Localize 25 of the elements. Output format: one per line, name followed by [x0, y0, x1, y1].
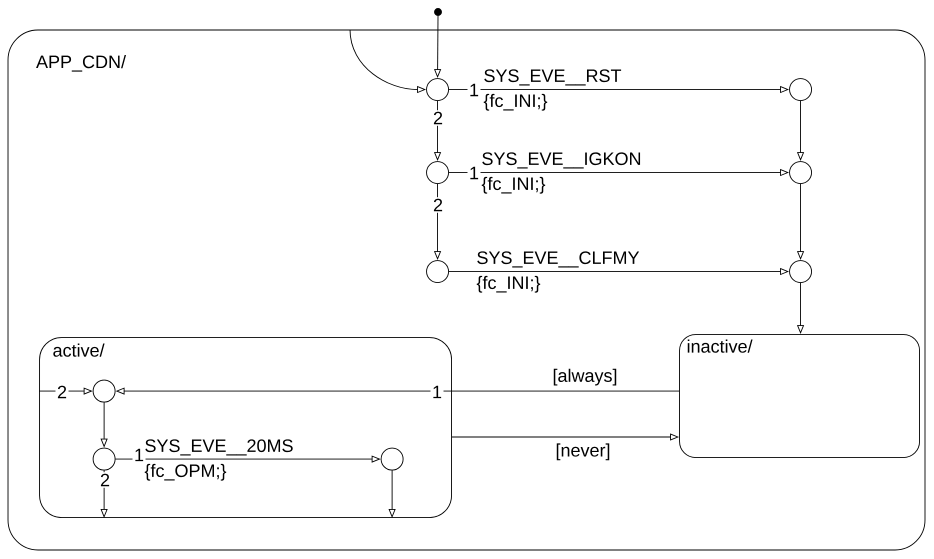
priority-number: 2: [56, 384, 69, 400]
state-box: inactive/: [679, 334, 920, 458]
junction-circle: [789, 161, 812, 184]
junction-circle: [426, 78, 449, 101]
junction-circle: [380, 448, 404, 471]
initial-dot: [434, 8, 442, 16]
priority-number: 1: [468, 82, 480, 98]
edge-label: [never]: [556, 443, 610, 460]
edge-label: [always]: [554, 368, 616, 386]
junction-circle: [92, 380, 116, 403]
edge-label: SYS_EVE__20MS {fc_OPM;}: [144, 439, 293, 481]
edge-label: SYS_EVE__CLFMY {fc_INI;}: [476, 251, 640, 293]
edge-label: SYS_EVE__IGKON {fc_INI;}: [482, 152, 640, 194]
junction-circle: [92, 448, 116, 471]
priority-number: 2: [432, 197, 445, 213]
priority-number: 1: [430, 384, 444, 400]
priority-number: 1: [132, 447, 146, 463]
edge-label: SYS_EVE__RST {fc_INI;}: [484, 69, 622, 111]
priority-number: 2: [432, 110, 445, 126]
junction-circle: [789, 78, 812, 101]
priority-number: 1: [468, 165, 480, 181]
junction-circle: [426, 260, 449, 283]
priority-number: 2: [98, 472, 112, 488]
junction-circle: [426, 161, 449, 184]
junction-circle: [789, 260, 812, 283]
